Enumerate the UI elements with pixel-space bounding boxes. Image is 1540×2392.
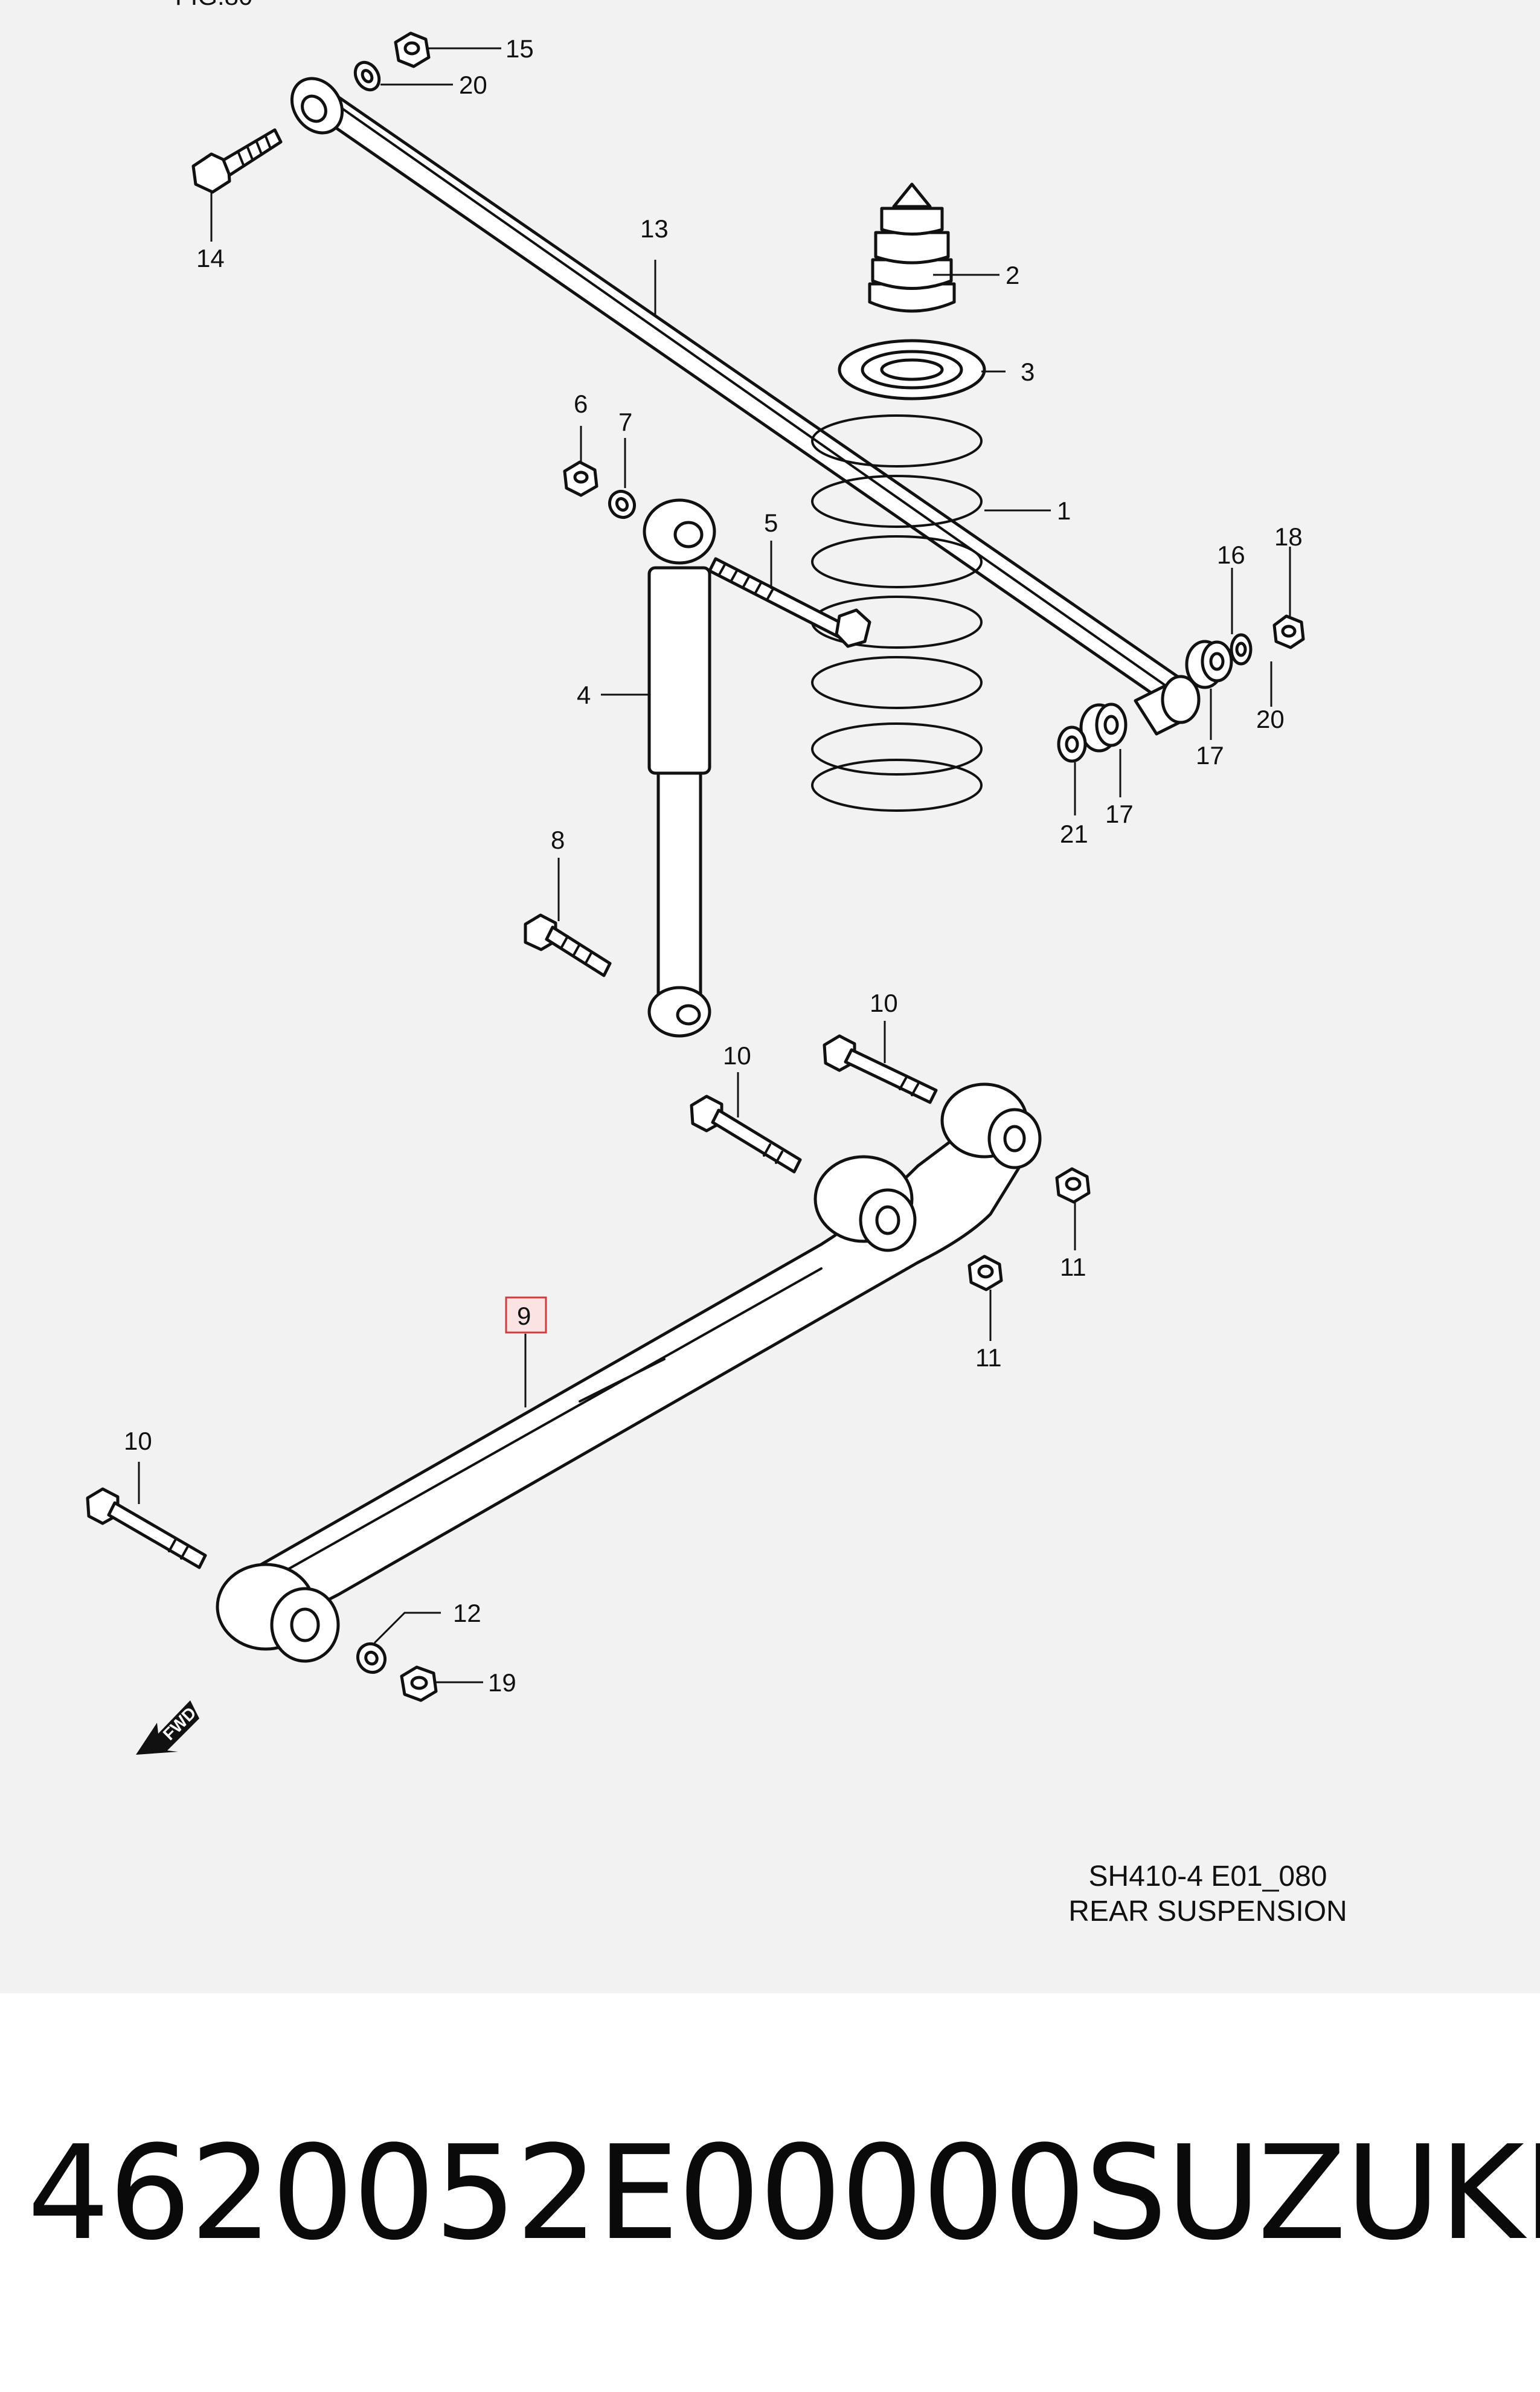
callout-14: 14 [196, 244, 225, 272]
callout-7: 7 [618, 408, 632, 436]
part-number: 4620052E00000 [27, 2117, 1086, 2269]
callout-4: 4 [577, 681, 591, 709]
bump-stopper[interactable] [868, 182, 956, 313]
callout-9[interactable]: 9 [517, 1302, 531, 1330]
bolt-10-middle[interactable] [690, 1095, 802, 1174]
callout-13: 13 [640, 214, 669, 243]
callout-17: 17 [1196, 741, 1224, 770]
callout-15: 15 [505, 34, 534, 63]
bolt-10-left[interactable] [86, 1487, 207, 1569]
callout-16: 16 [1217, 541, 1245, 569]
washer-21[interactable] [1057, 725, 1087, 763]
callout-17: 17 [1105, 800, 1134, 828]
diagram-panel: FIG.80 [0, 0, 1540, 1993]
callout-21: 21 [1060, 820, 1088, 848]
bushing-17-upper[interactable] [1134, 675, 1201, 736]
callout-12: 12 [453, 1599, 481, 1627]
brand-name: SUZUKI [1085, 2117, 1540, 2269]
nut-top[interactable] [394, 31, 431, 68]
callout-8: 8 [551, 826, 565, 854]
callout-19: 19 [488, 1668, 516, 1697]
spring-seat[interactable] [838, 339, 986, 400]
callout-11: 11 [975, 1343, 1002, 1372]
trailing-arm[interactable] [216, 1082, 1042, 1663]
callout-9-highlight [505, 1296, 547, 1334]
coil-spring[interactable] [811, 414, 983, 812]
washer-20-right[interactable] [1230, 633, 1253, 666]
bushing-17-lower[interactable] [1079, 702, 1128, 753]
callout-3: 3 [1021, 358, 1035, 386]
nut-6[interactable] [563, 460, 598, 497]
washer-12[interactable] [353, 1639, 390, 1677]
lateral-rod[interactable] [281, 69, 1179, 702]
callout-2: 2 [1006, 261, 1019, 289]
callout-10: 10 [723, 1041, 751, 1070]
fwd-arrow-icon: FWD [136, 1700, 200, 1755]
callouts [138, 47, 1291, 1683]
nut-11-right[interactable] [1055, 1167, 1091, 1204]
bolt-10-upper-right[interactable] [823, 1034, 938, 1104]
callout-10: 10 [870, 989, 898, 1017]
callout-6: 6 [574, 390, 588, 418]
bolt-14[interactable] [191, 128, 283, 194]
shock-absorber[interactable] [643, 498, 716, 1038]
washer-7[interactable] [605, 487, 640, 522]
callout-10: 10 [124, 1427, 152, 1455]
diagram-title: REAR SUSPENSION [1068, 1895, 1347, 1927]
nut-18[interactable] [1272, 614, 1305, 649]
callout-5: 5 [764, 509, 778, 537]
bolt-5[interactable] [708, 557, 871, 648]
callout-1: 1 [1057, 497, 1071, 525]
footer: 4620052E00000 SUZUKI [0, 1993, 1540, 2392]
bolt-8[interactable] [524, 913, 612, 977]
callout-20: 20 [1256, 705, 1285, 733]
callout-11: 11 [1060, 1253, 1086, 1281]
bushing-16[interactable] [1185, 640, 1233, 689]
callout-20: 20 [459, 71, 487, 99]
washer-top[interactable] [350, 58, 383, 94]
diagram-code: SH410-4 E01_080 [1089, 1860, 1327, 1892]
nut-11-middle[interactable] [967, 1255, 1003, 1291]
rear-suspension-diagram: FIG.80 [86, 0, 1347, 1927]
header-fragment: FIG.80 [175, 0, 252, 10]
nut-19[interactable] [400, 1665, 438, 1702]
callout-18: 18 [1274, 522, 1303, 551]
